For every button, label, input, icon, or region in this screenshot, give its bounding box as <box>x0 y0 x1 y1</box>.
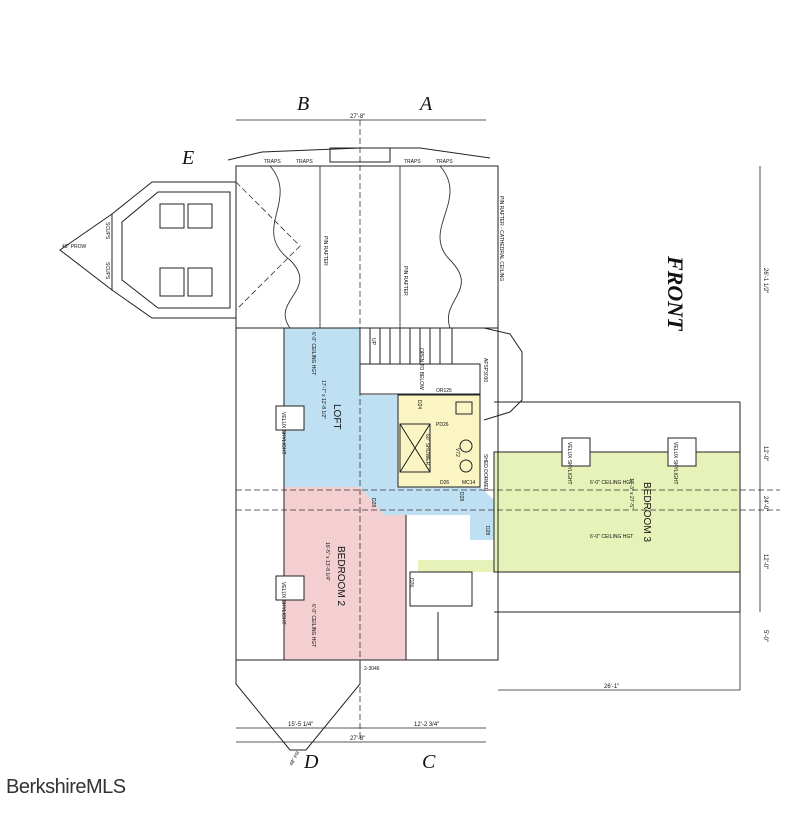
bedroom-3-size: 13'-3" x 27'-5" <box>628 478 634 509</box>
d28-label-bedroom3: D28 <box>484 526 490 535</box>
shed-dormer-label: SHED DORMER <box>482 454 488 492</box>
pin-rafter-label-2: PIN RAFTER <box>402 266 408 296</box>
dim-right-mid: 24'-0" <box>762 496 768 511</box>
skylight-label-loft: VELUX SKYLIGHT <box>280 412 286 455</box>
bedroom-2-name: BEDROOM 2 <box>335 546 346 606</box>
mc-label: MC14 <box>462 480 476 486</box>
traps-label-3: TRAPS <box>404 159 421 165</box>
bedroom-3-ceiling-top: 6'-0" CEILING HGT <box>590 480 633 486</box>
prow-label: 48" PROW <box>62 244 87 250</box>
dim-right-b: 12'-0" <box>762 554 768 569</box>
hall-fill <box>360 487 494 540</box>
traps-label-4: TRAPS <box>436 159 453 165</box>
scups-label-2: SCUPS <box>104 262 110 280</box>
front-label: FRONT <box>663 255 688 332</box>
pd26-label: PD26 <box>436 422 449 428</box>
dim-bottom-left: 15'-5 1/4" <box>288 722 313 728</box>
afsp-label: AFSP3030 <box>482 358 488 382</box>
bedroom-2-size: 16'-5" x 13'-8 1/4" <box>324 542 330 581</box>
gridline-c-label: C <box>422 751 436 773</box>
skylight-label-bedroom2: VELUX SKYLIGHT <box>280 582 286 625</box>
window-icons <box>159 203 213 297</box>
loft-ceiling: 6'-0" CEILING HGT <box>310 332 316 375</box>
d28-label-hall: D28 <box>458 492 464 501</box>
dim-right-a: 12'-0" <box>762 446 768 461</box>
centerlines <box>235 120 780 740</box>
skylight-label-dormer-2: VELUX SKYLIGHT <box>672 442 678 485</box>
loft-size: 17'-7" x 12'-8 1/2" <box>320 380 326 419</box>
gridline-a-label: A <box>418 93 433 115</box>
shower-label: 60" SHOWER <box>424 434 430 466</box>
dim-dormer-width: 26'-1" <box>604 684 619 690</box>
rafter-curves <box>269 165 462 329</box>
bath-fill <box>398 395 480 487</box>
d24-label: D24 <box>416 400 422 409</box>
skylight-label-dormer-1: VELUX SKYLIGHT <box>566 442 572 485</box>
gridline-b-label: B <box>297 93 309 115</box>
dim-right-c: 5'-0" <box>762 630 768 642</box>
d26-label-bath: D26 <box>440 480 449 486</box>
traps-label-1: TRAPS <box>264 159 281 165</box>
gridline-d-label: D <box>303 751 319 773</box>
loft-fill <box>284 328 398 487</box>
open-to-below-label: OPEN TO BELOW <box>418 348 424 390</box>
dim-bottom-right: 12'-2 3/4" <box>414 722 439 728</box>
bedroom-2-ceiling: 6'-0" CEILING HGT <box>310 604 316 647</box>
bedroom-2-fill <box>284 487 406 660</box>
or125-label: OR125 <box>436 388 452 394</box>
d28-label-bedroom2: D28 <box>370 498 376 507</box>
mls-watermark: BerkshireMLS <box>6 776 126 798</box>
dim-right-overall: 26'-1 1/2" <box>762 268 768 293</box>
window-label: 2-3046 <box>364 666 380 672</box>
gridline-e-label: E <box>181 147 194 169</box>
loft-name: LOFT <box>331 404 342 430</box>
dimension-lines <box>236 119 761 743</box>
prow-small-label: 48" PR <box>289 750 302 767</box>
dim-top-width: 27'-8" <box>350 114 365 120</box>
stair-up-label: UP <box>370 338 376 346</box>
scups-label-1: SCUPS <box>104 222 110 240</box>
d26-label-bedroom: D26 <box>408 578 414 587</box>
pin-rafter-label-1: PIN RAFTER <box>322 236 328 266</box>
pin-rafter-cathedral-label: PIN RAFTER - CATHEDRAL CEILING <box>498 196 504 281</box>
traps-label-2: TRAPS <box>296 159 313 165</box>
dim-bottom-width: 27'-8" <box>350 736 365 742</box>
skylight-icons <box>275 405 697 601</box>
bedroom-3-ceiling-bottom: 6'-0" CEILING HGT <box>590 534 633 540</box>
bedroom-3-name: BEDROOM 3 <box>641 482 652 542</box>
vanity-label: V72 <box>454 448 460 457</box>
